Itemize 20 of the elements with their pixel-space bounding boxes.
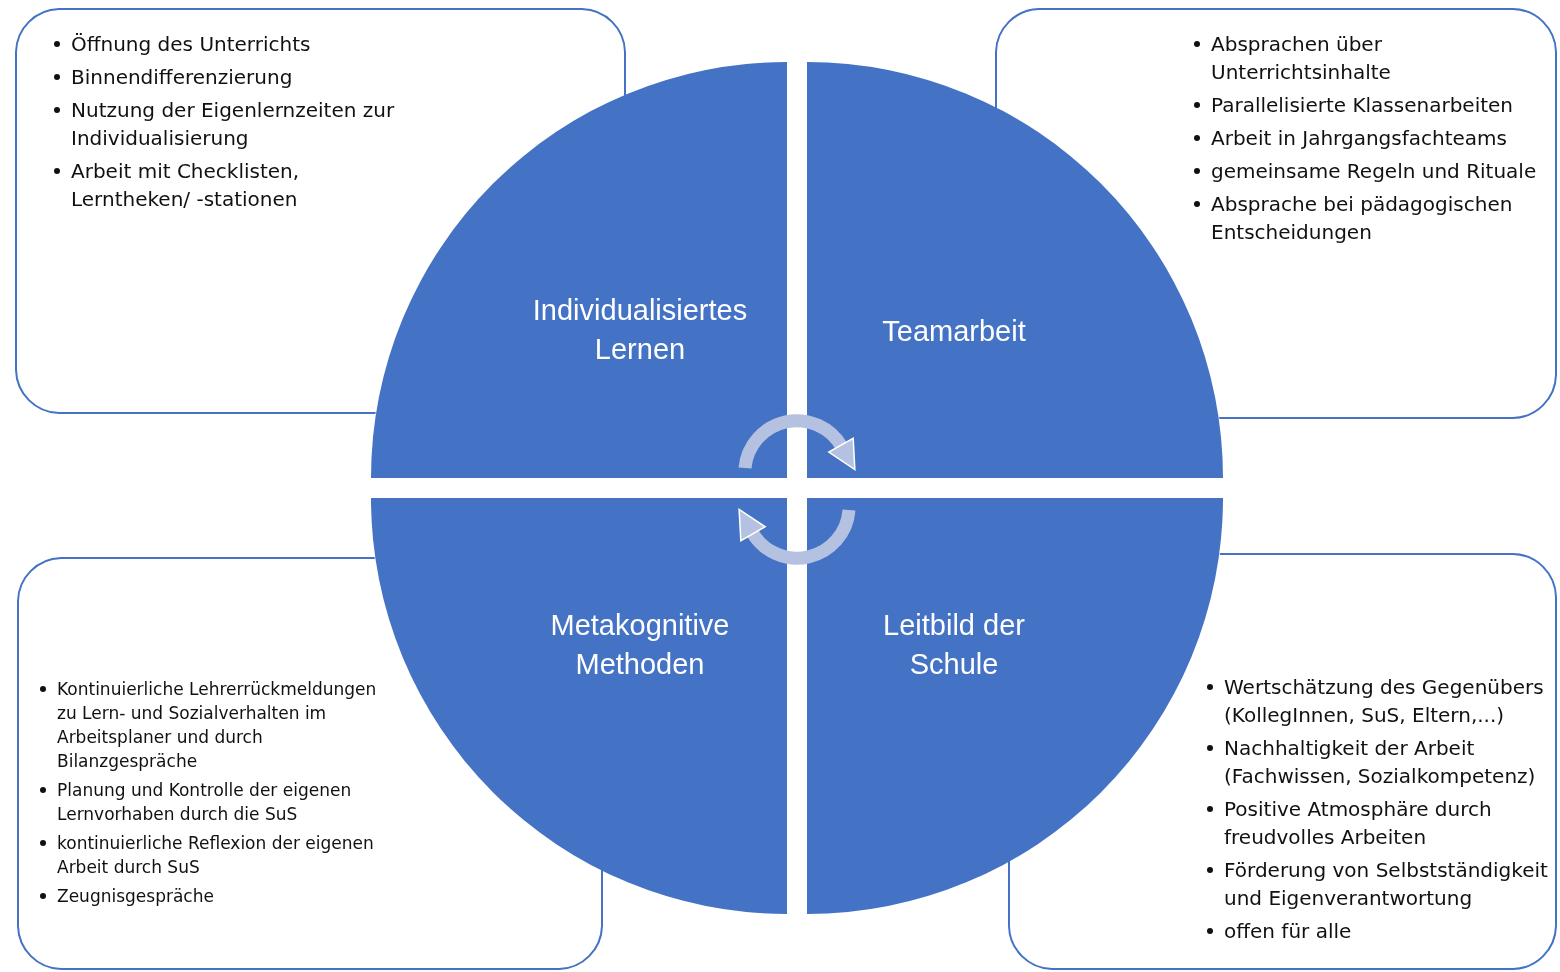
bullet-text: Parallelisierte Klassenarbeiten [1211,93,1514,117]
bullet-text: Nachhaltigkeit der Arbeit (Fachwissen, Sozialkompetenz) [1224,736,1536,788]
bullet-text: gemeinsame Regeln und Rituale [1211,159,1537,183]
segment-label: Metakognitive Methoden [549,608,731,682]
bullet-text: Arbeit in Jahrgangsfachteams [1211,126,1507,150]
bullet-text: offen für alle [1224,919,1352,943]
bullet-text: Positive Atmosphäre durch freudvolles Arbeiten [1224,797,1492,849]
bullet-text: Kontinuierliche Lehrerrückmeldungen zu Lern- und Sozialverhalten im Arbeitsplaner und durch Bilanzgespräche [57,679,377,771]
bullet-text: Zeugnisgespräche [57,886,214,906]
bullet-text: Öffnung des Unterrichts [71,32,311,56]
bullet-text: Absprachen über Unterrichtsinhalte [1211,32,1391,84]
bullet-text: Nutzung der Eigenlernzeiten zur Individualisierung [71,98,395,150]
bullet-text: kontinuierliche Reflexion der eigenen Arbeit durch SuS [57,833,374,877]
bullet-text: Absprache bei pädagogischen Entscheidungen [1211,192,1513,244]
segment-label: Leitbild der Schule [882,608,1026,682]
bullet-text: Wertschätzung des Gegenübers (KollegInnen, SuS, Eltern,...) [1224,675,1544,727]
segment-label: Teamarbeit [881,313,1027,349]
bullet-text: Binnendifferenzierung [71,65,293,89]
bullet-text: Arbeit mit Checklisten, Lerntheken/ -stationen [71,159,300,211]
segment-label: Individualisiertes Lernen [531,293,749,367]
